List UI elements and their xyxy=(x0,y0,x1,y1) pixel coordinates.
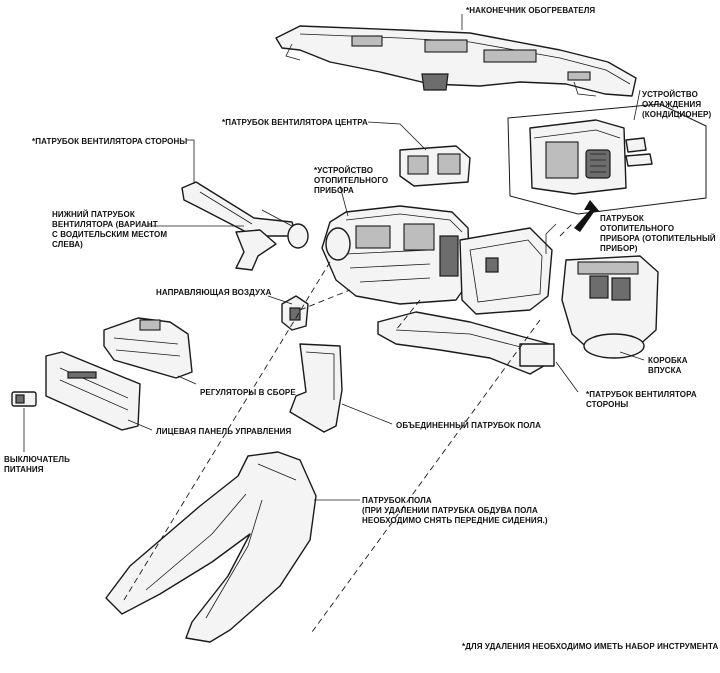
label-side-fan-duct-left: *ПАТРУБОК ВЕНТИЛЯТОРА СТОРОНЫ xyxy=(32,137,188,146)
intake-box-part xyxy=(561,255,659,359)
label-heater-side-duct: ПАТРУБОК ОТОПИТЕЛЬНОГО ПРИБОРА (ОТОПИТЕЛ… xyxy=(600,214,716,253)
heater-unit-part xyxy=(321,205,471,305)
label-combined-floor-duct: ОБЪЕДИНЕННЫЙ ПАТРУБОК ПОЛА xyxy=(396,421,541,430)
label-intake-box: КОРОБКА ВПУСКА xyxy=(648,356,688,375)
label-lower-fan-duct: НИЖНИЙ ПАТРУБОК ВЕНТИЛЯТОРА (ВАРИАНТ С В… xyxy=(52,210,168,249)
leader-lines xyxy=(23,14,645,501)
combined-floor-duct-part xyxy=(289,343,343,433)
label-power-switch: ВЫКЛЮЧАТЕЛЬ ПИТАНИЯ xyxy=(4,455,70,474)
power-switch-part xyxy=(11,391,37,407)
label-heater-unit: *УСТРОЙСТВО ОТОПИТЕЛЬНОГО ПРИБОРА xyxy=(314,166,389,195)
controls-assembly-part xyxy=(103,317,193,379)
heater-side-duct-part xyxy=(459,227,553,315)
label-center-fan-duct: *ПАТРУБОК ВЕНТИЛЯТОРА ЦЕНТРА xyxy=(222,118,368,127)
label-air-guide: НАПРАВЛЯЮЩАЯ ВОЗДУХА xyxy=(156,288,272,297)
label-side-fan-duct-right: *ПАТРУБОК ВЕНТИЛЯТОРА СТОРОНЫ xyxy=(586,390,697,409)
heater-tip-part xyxy=(275,25,637,97)
label-front-control-panel: ЛИЦЕВАЯ ПАНЕЛЬ УПРАВЛЕНИЯ xyxy=(156,427,292,436)
direction-arrow xyxy=(574,200,600,232)
label-cooling-unit: УСТРОЙСТВО ОХЛАЖДЕНИЯ (КОНДИЦИОНЕР) xyxy=(642,90,712,119)
label-controls-assy: РЕГУЛЯТОРЫ В СБОРЕ xyxy=(200,388,296,397)
front-control-panel-part xyxy=(45,351,141,431)
air-guide-part xyxy=(281,295,309,331)
assembly-dashed-lines xyxy=(123,223,573,633)
side-fan-duct-right-part xyxy=(377,311,555,375)
side-fan-duct-left-part xyxy=(181,181,297,237)
floor-duct-part xyxy=(105,451,317,643)
label-footnote: *ДЛЯ УДАЛЕНИЯ НЕОБХОДИМО ИМЕТЬ НАБОР ИНС… xyxy=(462,642,719,651)
lower-fan-duct-part xyxy=(235,209,309,271)
center-fan-duct-part xyxy=(399,145,471,187)
label-heater-tip: *НАКОНЕЧНИК ОБОГРЕВАТЕЛЯ xyxy=(466,6,596,15)
label-floor-duct: ПАТРУБОК ПОЛА (ПРИ УДАЛЕНИИ ПАТРУБКА ОБД… xyxy=(362,496,548,525)
cooling-unit-part xyxy=(507,103,707,215)
